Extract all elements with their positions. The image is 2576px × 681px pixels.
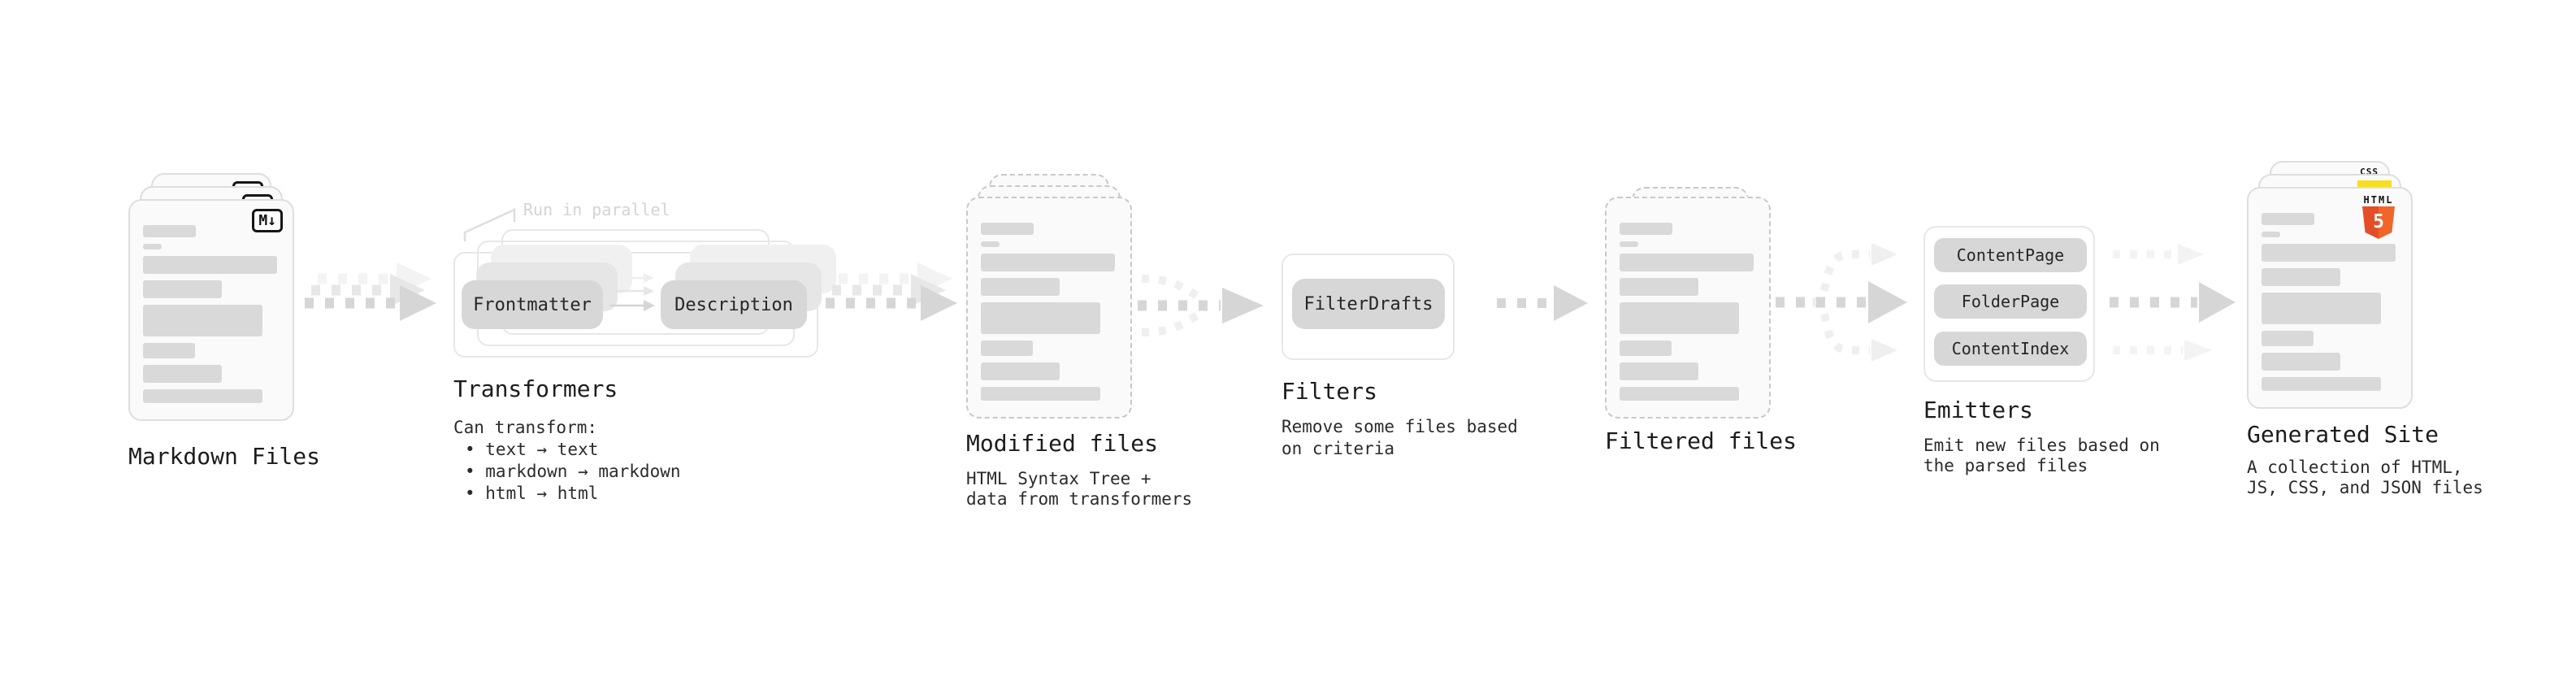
- placeholder-bar: [143, 256, 277, 274]
- generated-caption-line1: A collection of HTML,: [2247, 458, 2463, 477]
- placeholder-bar: [143, 365, 222, 383]
- placeholder-bar: [143, 343, 195, 358]
- placeholder-bar: [981, 302, 1100, 334]
- html5-five: 5: [2373, 211, 2384, 232]
- placeholder-bar: [1620, 254, 1754, 271]
- placeholder-bar: [2262, 353, 2340, 371]
- placeholder-bar: [2262, 331, 2314, 346]
- placeholder-bar: [1620, 362, 1698, 380]
- file-content-placeholder: [143, 225, 280, 410]
- placeholder-bar: [2262, 232, 2280, 237]
- placeholder-bar: [981, 241, 1000, 247]
- placeholder-bar: [981, 223, 1034, 235]
- html5-shield: 5: [2362, 206, 2395, 239]
- placeholder-bar: [1620, 302, 1739, 334]
- file-content-placeholder: [1620, 223, 1756, 407]
- pill-filterdrafts: FilterDrafts: [1292, 279, 1445, 329]
- pill-contentindex: ContentIndex: [1934, 332, 2087, 366]
- annotation-leader-line: [463, 208, 516, 241]
- parallel-annotation: Run in parallel: [523, 200, 670, 219]
- placeholder-bar: [2262, 244, 2396, 262]
- placeholder-bar: [1620, 223, 1672, 235]
- placeholder-bar: [2262, 293, 2381, 324]
- placeholder-bar: [1620, 241, 1638, 247]
- pill-frontmatter: Frontmatter: [462, 280, 603, 329]
- modified-caption-line2: data from transformers: [966, 489, 1193, 509]
- html5-icon: HTML 5: [2356, 194, 2401, 239]
- pill-description: Description: [661, 280, 807, 329]
- flow-arrow-stacked: [305, 262, 436, 321]
- placeholder-bar: [143, 305, 262, 336]
- html5-word: HTML: [2363, 194, 2394, 206]
- file-card-front: [966, 197, 1132, 419]
- placeholder-bar: [981, 254, 1115, 271]
- stage-label-transformers: Transformers: [453, 375, 618, 402]
- stage-label-emitters: Emitters: [1923, 397, 2033, 423]
- placeholder-bar: [1620, 340, 1672, 356]
- file-content-placeholder: [981, 223, 1117, 407]
- filters-caption-line2: on criteria: [1281, 439, 1395, 458]
- placeholder-bar: [2262, 377, 2381, 391]
- placeholder-bar: [143, 389, 262, 403]
- flow-arrow-triple: [2110, 244, 2236, 361]
- stage-label-filtered-files: Filtered files: [1605, 427, 1798, 454]
- parallel-arrows-icon: [609, 273, 655, 311]
- flow-arrow-converge: [1138, 275, 1264, 336]
- stage-label-generated-site: Generated Site: [2247, 421, 2439, 448]
- pill-folderpage: FolderPage: [1934, 284, 2087, 319]
- emitters-caption-line1: Emit new files based on: [1923, 436, 2160, 455]
- filters-caption-line1: Remove some files based: [1281, 417, 1518, 436]
- placeholder-bar: [2262, 268, 2340, 286]
- stage-label-filters: Filters: [1281, 378, 1378, 405]
- stage-label-markdown-files: Markdown Files: [128, 443, 321, 470]
- placeholder-bar: [2262, 213, 2314, 225]
- flow-arrow-fanout: [1776, 243, 1907, 362]
- file-card-front: [1605, 197, 1771, 419]
- flow-arrow-stacked: [826, 262, 957, 321]
- file-card-front: M↓: [128, 199, 294, 421]
- generated-caption-line2: JS, CSS, and JSON files: [2247, 478, 2483, 497]
- stage-label-modified-files: Modified files: [966, 430, 1159, 457]
- pill-contentpage: ContentPage: [1934, 238, 2087, 272]
- transformers-bullet: • html → html: [465, 484, 599, 503]
- placeholder-bar: [1620, 278, 1698, 296]
- placeholder-bar: [1620, 387, 1739, 401]
- flow-arrow-dashed: [1497, 285, 1588, 321]
- markdown-icon: M↓: [252, 209, 283, 232]
- file-content-placeholder: [2262, 213, 2398, 397]
- placeholder-bar: [981, 278, 1060, 296]
- emitters-caption-line2: the parsed files: [1923, 456, 2088, 475]
- placeholder-bar: [981, 362, 1060, 380]
- transformers-bullet: • text → text: [465, 440, 599, 459]
- file-card-front: HTML 5: [2247, 187, 2413, 409]
- placeholder-bar: [981, 387, 1100, 401]
- placeholder-bar: [143, 280, 222, 298]
- placeholder-bar: [981, 340, 1033, 356]
- placeholder-bar: [143, 244, 162, 249]
- transformers-bullet: • markdown → markdown: [465, 462, 681, 481]
- modified-caption-line1: HTML Syntax Tree +: [966, 469, 1151, 488]
- transformers-caption-title: Can transform:: [453, 418, 598, 437]
- placeholder-bar: [143, 225, 196, 237]
